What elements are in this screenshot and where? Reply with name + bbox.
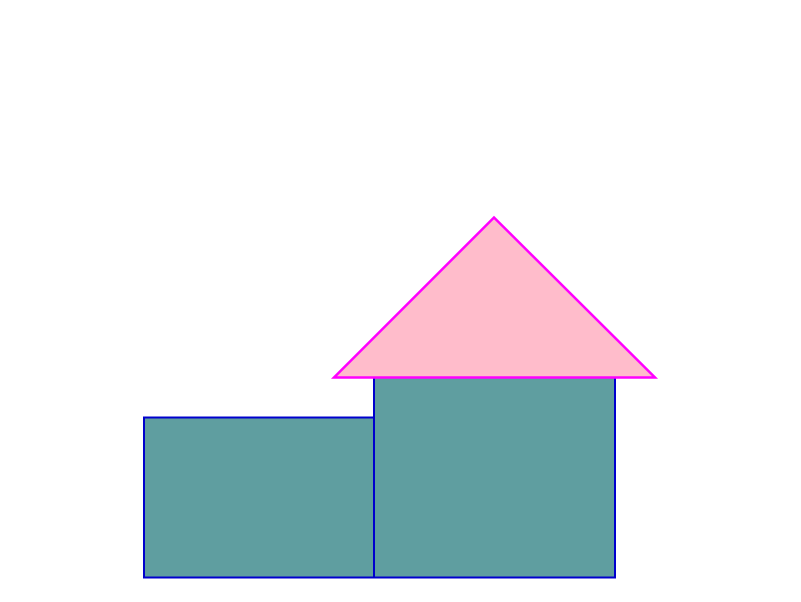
side-block [143, 416, 375, 579]
roof-triangle [330, 215, 659, 379]
main-block [373, 376, 616, 579]
